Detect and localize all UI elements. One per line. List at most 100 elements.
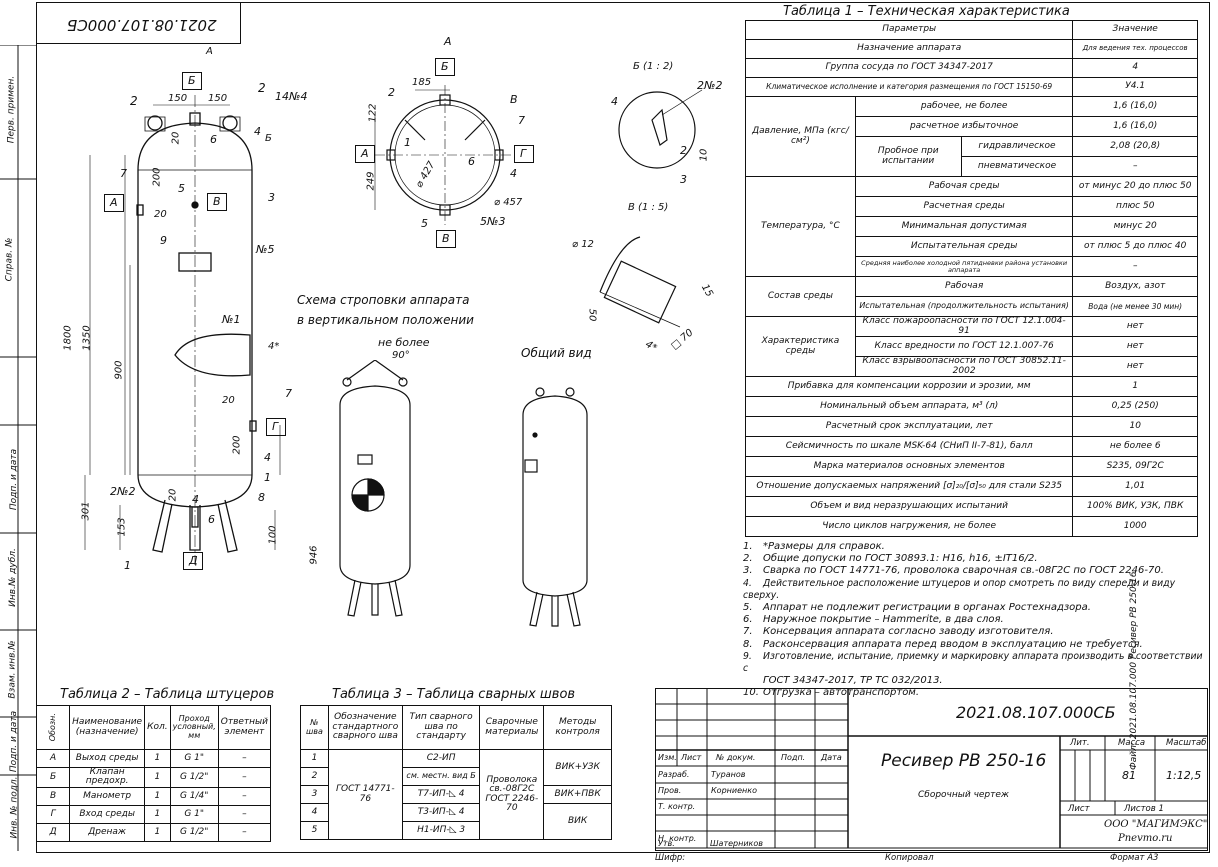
callout-2-n2: 2№2 xyxy=(110,485,136,498)
sling-title-1: Схема строповки аппарата xyxy=(297,293,470,307)
note: 4.Действительное расположение штуцеров и… xyxy=(743,577,1176,601)
tb-izm: Изм. xyxy=(658,753,677,762)
dim-200-b: 200 xyxy=(231,435,243,455)
top-view-drawing xyxy=(374,85,515,225)
note: 7.Консервация аппарата согласно заводу и… xyxy=(743,626,1054,638)
detail-v-d12: ⌀ 12 xyxy=(572,239,594,250)
box-b: Б xyxy=(182,72,202,90)
top-box-a: А xyxy=(355,145,375,163)
box-d: Д xyxy=(183,552,203,570)
top-callout-4: 4 xyxy=(510,167,517,180)
detail-b-title: Б (1 : 2) xyxy=(633,61,674,72)
note: 2.Общие допуски по ГОСТ 30893.1: H16, h1… xyxy=(743,553,1038,565)
top-callout-7: 7 xyxy=(518,114,525,127)
top-callout-2: 2 xyxy=(388,86,395,99)
margin-podp-data: Подп. и дата xyxy=(9,448,20,511)
tb-kopiroval: Копировал xyxy=(885,853,934,863)
tb-role: Н. контр. xyxy=(658,834,697,843)
dim-1350: 1350 xyxy=(81,325,93,351)
tb-sheet: Лист xyxy=(1068,804,1090,814)
general-view-title: Общий вид xyxy=(521,346,592,360)
top-callout-5n3: 5№3 xyxy=(480,215,506,228)
callout-n5: №5 xyxy=(256,243,275,256)
top-view-label: А xyxy=(444,35,452,48)
dim-100: 100 xyxy=(267,525,279,545)
note: 6.Наружное покрытие – Hammerite, в два с… xyxy=(743,614,1004,626)
top-callout-5: 5 xyxy=(421,217,428,230)
callout-6: 6 xyxy=(210,133,217,146)
dim-153: 153 xyxy=(116,517,128,537)
dim-20-a: 20 xyxy=(170,131,182,145)
detail-b-n2: 2№2 xyxy=(697,79,723,92)
top-dim-249: 249 xyxy=(365,171,377,191)
rotated-code-box: 2021.08.107.000СБ xyxy=(36,2,241,44)
tb-mass: Масса xyxy=(1118,738,1146,748)
callout-1: 1 xyxy=(264,471,271,484)
tb-role: Разраб. xyxy=(658,770,690,779)
margin-perv-primen: Перв. примен. xyxy=(6,75,17,144)
callout-7a: 7 xyxy=(120,167,127,180)
detail-v-d50: 50 xyxy=(586,308,598,322)
dim-1800: 1800 xyxy=(62,325,74,351)
callout-4b: 4 xyxy=(264,451,271,464)
detail-b-10: 10 xyxy=(698,148,710,162)
callout-4c: 4 xyxy=(192,493,199,506)
detail-b-drawing xyxy=(618,89,703,169)
callout-9: 9 xyxy=(160,234,167,247)
top-box-g: Г xyxy=(514,145,534,163)
dim-20-d: 20 xyxy=(167,488,179,502)
tb-podp: Подп. xyxy=(781,753,806,762)
dim-200-a: 200 xyxy=(151,167,163,187)
tb-data: Дата xyxy=(821,753,842,762)
tb-role: Пров. xyxy=(658,786,682,795)
sling-drawing xyxy=(339,360,411,617)
drawing-frame xyxy=(36,2,1210,853)
note: 8.Расконсервация аппарата перед вводом в… xyxy=(743,638,1143,650)
box-g: Г xyxy=(266,418,286,436)
margin-sprav: Справ. № xyxy=(4,237,15,282)
tb-name-last: Шатерников xyxy=(710,839,763,848)
dim-150-a: 150 xyxy=(168,93,188,104)
note: 10.Отгрузка – автотранспортом. xyxy=(743,687,920,699)
callout-1b: 1 xyxy=(124,559,131,572)
callout-14-n4: 14№4 xyxy=(275,90,308,103)
rotated-code: 2021.08.107.000СБ xyxy=(67,16,217,34)
tb-scale-value: 1:12,5 xyxy=(1166,769,1202,782)
detail-b-4: 4 xyxy=(611,95,618,108)
main-view-drawing xyxy=(84,95,281,565)
tb-format: Формат А3 xyxy=(1110,853,1159,863)
tb-mass-value: 81 xyxy=(1122,769,1136,782)
tb-code: 2021.08.107.000СБ xyxy=(956,703,1116,722)
detail-b-2: 2 xyxy=(680,144,687,157)
tb-role-last: Утв. xyxy=(658,839,675,848)
notes-list: 1.*Размеры для справок. 2.Общие допуски … xyxy=(743,541,1203,700)
tb-role: Т. контр. xyxy=(658,802,696,811)
tb-doc-type: Сборочный чертеж xyxy=(918,790,1010,800)
top-box-v: В xyxy=(436,230,456,248)
top-box-b: Б xyxy=(435,58,455,76)
detail-v-drawing xyxy=(599,236,681,328)
detail-b-3: 3 xyxy=(680,173,687,186)
dim-4-star: 4* xyxy=(268,341,280,352)
dim-150-b: 150 xyxy=(208,93,228,104)
top-callout-6: 6 xyxy=(468,155,475,168)
tb-ndok: № докум. xyxy=(716,753,756,762)
callout-8: 8 xyxy=(258,491,265,504)
tb-product-name: Ресивер РВ 250-16 xyxy=(881,751,1047,771)
table2-title: Таблица 2 – Таблица штуцеров xyxy=(60,687,275,702)
margin-inv-dubl: Инв.№ дубл. xyxy=(7,548,18,607)
note: 9.Изготовление, испытание, приемку и мар… xyxy=(743,650,1203,675)
sling-title-2: в вертикальном положении xyxy=(297,313,474,327)
table1-title: Таблица 1 – Техническая характеристика xyxy=(783,4,1070,19)
callout-2a: 2 xyxy=(130,94,138,108)
sling-dim-946: 946 xyxy=(308,545,320,565)
top-dim-457: ⌀ 457 xyxy=(494,197,523,208)
dim-900: 900 xyxy=(113,360,125,380)
callout-2b: 2 xyxy=(258,81,266,95)
tb-site: Pnevmo.ru xyxy=(1118,833,1173,844)
